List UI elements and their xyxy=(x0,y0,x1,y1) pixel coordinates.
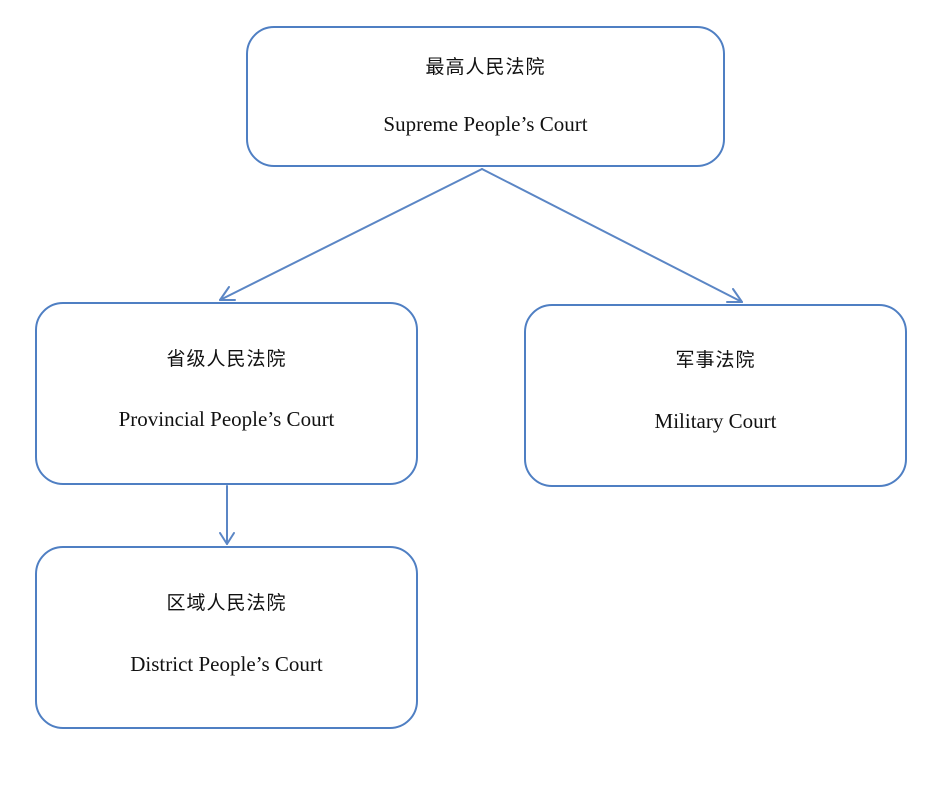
district-peoples-court-node: 区域人民法院 District People’s Court xyxy=(35,546,418,729)
provincial-court-chinese-label: 省级人民法院 xyxy=(166,348,287,370)
military-court-chinese-label: 军事法院 xyxy=(675,349,756,371)
edge-supreme-to-military xyxy=(481,168,743,303)
provincial-peoples-court-node: 省级人民法院 Provincial People’s Court xyxy=(35,302,418,485)
supreme-court-chinese-label: 最高人民法院 xyxy=(425,56,546,78)
edge-supreme-to-provincial xyxy=(219,168,483,301)
edge-provincial-to-district xyxy=(219,485,235,545)
supreme-court-english-label: Supreme People’s Court xyxy=(383,112,588,136)
military-court-node: 军事法院 Military Court xyxy=(524,304,907,487)
district-court-english-label: District People’s Court xyxy=(130,652,323,676)
provincial-court-english-label: Provincial People’s Court xyxy=(118,407,335,431)
supreme-peoples-court-node: 最高人民法院 Supreme People’s Court xyxy=(246,26,725,167)
military-court-english-label: Military Court xyxy=(654,409,777,433)
district-court-chinese-label: 区域人民法院 xyxy=(166,592,287,614)
